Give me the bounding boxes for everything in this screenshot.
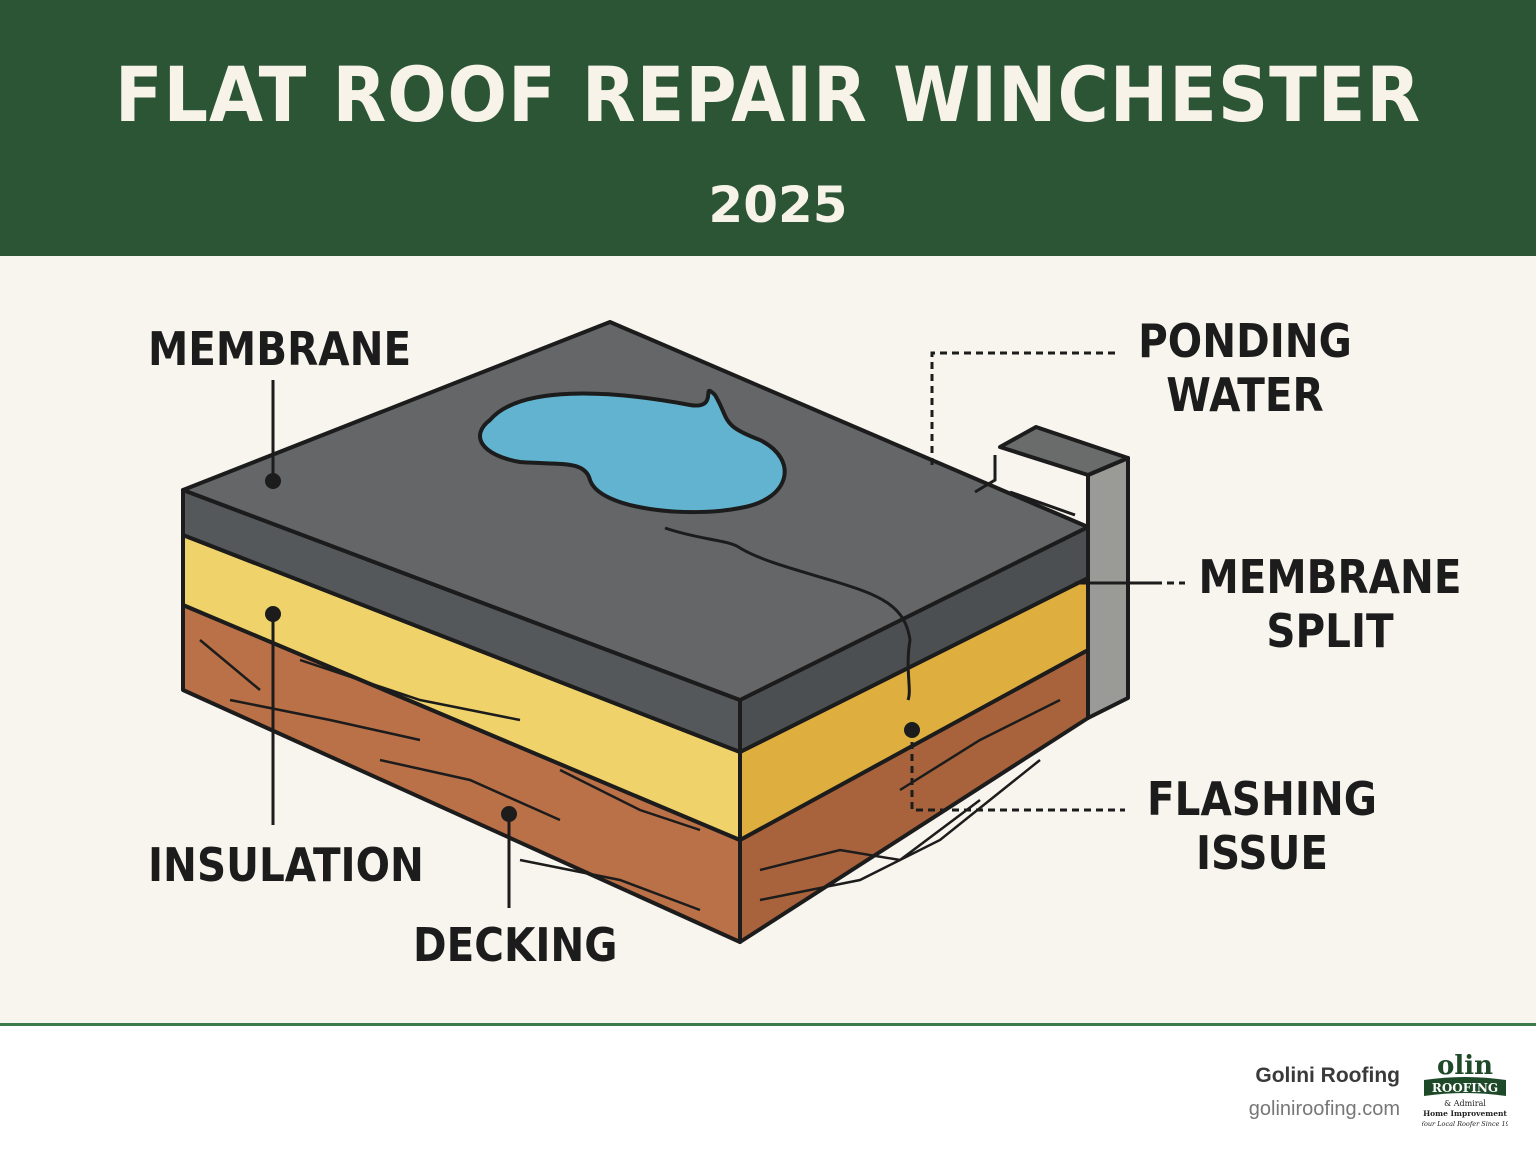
- label-flashing-issue: FLASHING ISSUE: [1130, 772, 1394, 880]
- label-line: PONDING: [1138, 314, 1352, 368]
- ponding-water-shape: [478, 388, 787, 515]
- parapet-front: [1086, 456, 1130, 720]
- svg-text:Your Local Roofer Since 19: Your Local Roofer Since 19: [1422, 1120, 1508, 1128]
- year-subtitle: 2025: [708, 176, 848, 234]
- membrane-dot: [265, 473, 281, 489]
- label-insulation: INSULATION: [148, 838, 424, 892]
- company-name: Golini Roofing: [1255, 1064, 1400, 1087]
- golini-logo: olin ROOFING & Admiral Home Improvement …: [1422, 1051, 1508, 1128]
- label-line: MEMBRANE: [1198, 550, 1462, 604]
- label-decking: DECKING: [413, 918, 618, 972]
- label-line: SPLIT: [1266, 604, 1394, 658]
- membrane-split-crack: [664, 526, 912, 701]
- parapet-flashing-mark: [974, 455, 997, 494]
- svg-text:ROOFING: ROOFING: [1432, 1081, 1498, 1095]
- svg-text:Home Improvement: Home Improvement: [1423, 1109, 1507, 1118]
- label-line: FLASHING: [1147, 772, 1377, 826]
- decking-dot: [501, 806, 517, 822]
- label-ponding-water: PONDING WATER: [1113, 314, 1377, 422]
- footer-brand: Golini Roofing goliniroofing.com: [1249, 1064, 1400, 1121]
- wood-grain: [199, 639, 1061, 912]
- label-membrane: MEMBRANE: [148, 322, 412, 376]
- company-url[interactable]: goliniroofing.com: [1248, 1098, 1400, 1120]
- parapet-top: [998, 425, 1130, 477]
- svg-text:olin: olin: [1437, 1051, 1493, 1081]
- header-banner: FLAT ROOF REPAIR WINCHESTER 2025: [0, 0, 1536, 256]
- svg-text:& Admiral: & Admiral: [1444, 1099, 1486, 1108]
- page-title: FLAT ROOF REPAIR WINCHESTER: [114, 50, 1422, 139]
- insulation-dot: [265, 606, 281, 622]
- flashing-dot: [904, 722, 920, 738]
- label-membrane-split: MEMBRANE SPLIT: [1198, 550, 1462, 658]
- label-line: WATER: [1166, 368, 1324, 422]
- label-line: ISSUE: [1195, 826, 1329, 880]
- ponding-water-leader: [930, 351, 1120, 465]
- flashing-issue-leader: [910, 730, 1125, 812]
- footer-divider: [0, 1023, 1536, 1026]
